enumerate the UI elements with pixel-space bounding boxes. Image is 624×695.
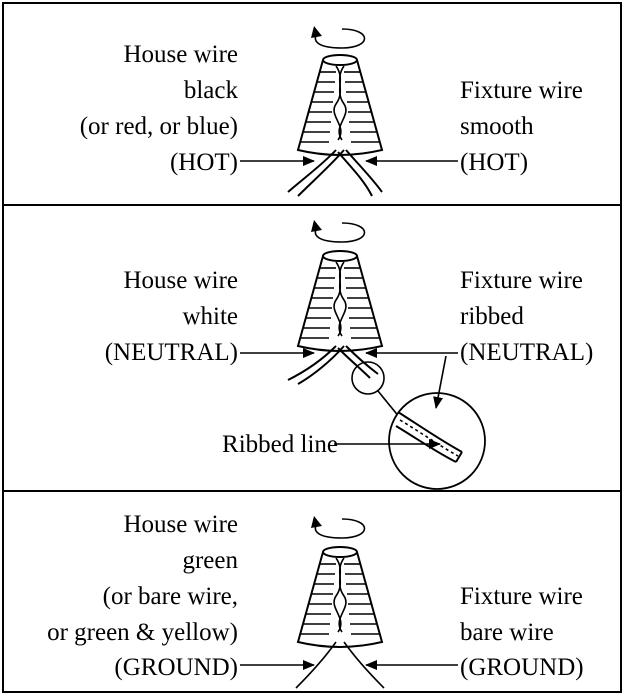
house-wire-label: House wire	[123, 511, 238, 538]
fixture-wire-type: bare wire	[460, 619, 554, 646]
fixture-wire-label: Fixture wire	[460, 77, 583, 104]
house-wire-color: black	[183, 77, 238, 104]
house-wire-color: white	[182, 303, 238, 330]
wire-nut-icon	[296, 546, 384, 648]
fixture-wire-type: smooth	[460, 113, 534, 140]
house-wire-neutral-tag: (NEUTRAL)	[104, 339, 238, 366]
hot-splice-drawing	[240, 26, 458, 197]
twist-arrow-icon	[311, 26, 366, 49]
fixture-wire-label: Fixture wire	[460, 583, 583, 610]
fixture-wire-type: ribbed	[460, 303, 524, 330]
house-wire-alt-colors: (or red, or blue)	[79, 113, 238, 140]
house-wire-hot-tag: (HOT)	[169, 149, 238, 176]
house-wire-alt-colors-2: or green & yellow)	[47, 619, 238, 646]
fixture-wire-label: Fixture wire	[460, 267, 583, 294]
house-wire-color: green	[182, 547, 238, 574]
fixture-wire-hot-tag: (HOT)	[460, 149, 529, 176]
twist-arrow-icon	[311, 220, 366, 243]
wire-nut-icon	[296, 54, 384, 156]
ribbed-wire-closeup	[388, 392, 486, 490]
wire-nut-icon	[296, 250, 384, 352]
house-wire-label: House wire	[123, 41, 238, 68]
fixture-wire-ground-tag: (GROUND)	[460, 654, 584, 681]
house-wire-alt-colors: (or bare wire,	[102, 583, 238, 610]
house-wire-label: House wire	[123, 267, 238, 294]
twist-arrow-icon	[311, 516, 366, 539]
neutral-splice-drawing	[240, 220, 486, 490]
ground-splice-drawing	[240, 516, 458, 689]
magnifier-small-circle	[351, 361, 385, 395]
ribbed-line-callout: Ribbed line	[222, 431, 338, 458]
house-wire-ground-tag: (GROUND)	[114, 654, 238, 681]
fixture-wire-neutral-tag: (NEUTRAL)	[460, 339, 594, 366]
